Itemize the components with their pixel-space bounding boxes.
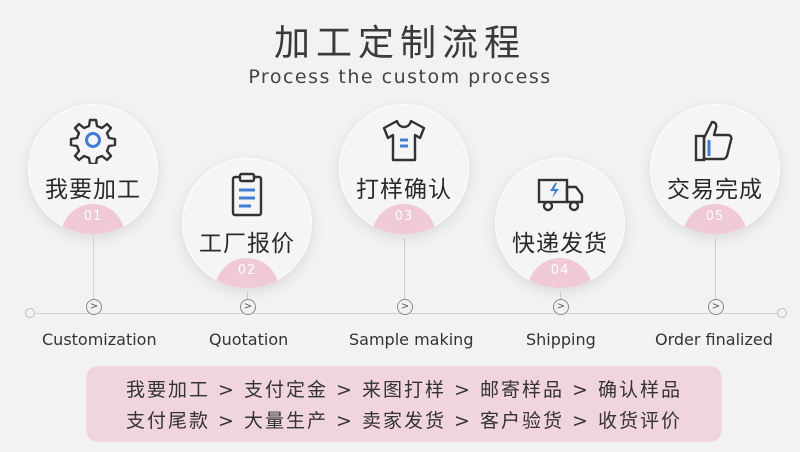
step-number: 01: [83, 209, 103, 224]
stem-2: [247, 292, 248, 300]
timeline-start-dot: [25, 308, 35, 318]
step-number-badge: 05: [683, 204, 747, 234]
timeline-arrow-icon: >: [397, 299, 413, 315]
truck-icon: [537, 178, 584, 212]
step-number: 02: [237, 263, 257, 278]
clipboard-icon: [231, 172, 263, 217]
step-label: 工厂报价: [199, 231, 295, 257]
summary-line-2: 支付尾款 > 大量生产 > 卖家发货 > 客户验货 > 收货评价: [126, 410, 682, 432]
step-number-badge: 03: [372, 204, 436, 234]
step-circle: 工厂报价 02: [182, 158, 312, 288]
step-number: 03: [394, 209, 414, 224]
step-english-label: Order finalized: [655, 330, 773, 349]
summary-line-1: 我要加工 > 支付定金 > 来图打样 > 邮寄样品 > 确认样品: [126, 379, 682, 401]
tshirt-icon: [382, 119, 426, 162]
step-sample-making: 打样确认 03: [339, 104, 469, 234]
step-shipping: 快递发货 04: [495, 158, 625, 288]
step-english-label: Quotation: [209, 330, 289, 349]
step-order-finalized: 交易完成 05: [650, 104, 780, 234]
step-english-label: Shipping: [526, 330, 596, 349]
thumbs-up-icon: [694, 120, 733, 162]
step-label: 打样确认: [356, 177, 452, 203]
step-circle: 快递发货 04: [495, 158, 625, 288]
step-number-badge: 02: [215, 258, 279, 288]
timeline-arrow-icon: >: [240, 299, 256, 315]
step-english-label: Sample making: [349, 330, 474, 349]
step-label: 快递发货: [512, 231, 608, 257]
timeline-arrow-icon: >: [86, 299, 102, 315]
step-circle: 交易完成 05: [650, 104, 780, 234]
stem-5: [715, 238, 716, 300]
stem-1: [93, 238, 94, 300]
stem-4: [560, 292, 561, 300]
step-number: 04: [550, 263, 570, 278]
timeline-end-dot: [777, 308, 787, 318]
timeline-arrow-icon: >: [553, 299, 569, 315]
process-summary-box: 我要加工 > 支付定金 > 来图打样 > 邮寄样品 > 确认样品 支付尾款 > …: [86, 366, 722, 442]
step-number-badge: 01: [61, 204, 125, 234]
step-circle: 打样确认 03: [339, 104, 469, 234]
step-quotation: 工厂报价 02: [182, 158, 312, 288]
step-number: 05: [705, 209, 725, 224]
step-customization: 我要加工 01: [28, 104, 158, 234]
step-english-label: Customization: [42, 330, 157, 349]
page-title: 加工定制流程: [273, 23, 526, 64]
step-label: 交易完成: [667, 177, 763, 203]
step-label: 我要加工: [45, 177, 141, 203]
stem-3: [404, 238, 405, 300]
timeline-arrow-icon: >: [708, 299, 724, 315]
gear-icon: [69, 118, 117, 164]
step-circle: 我要加工 01: [28, 104, 158, 234]
step-number-badge: 04: [528, 258, 592, 288]
page-subtitle: Process the custom process: [248, 66, 552, 88]
